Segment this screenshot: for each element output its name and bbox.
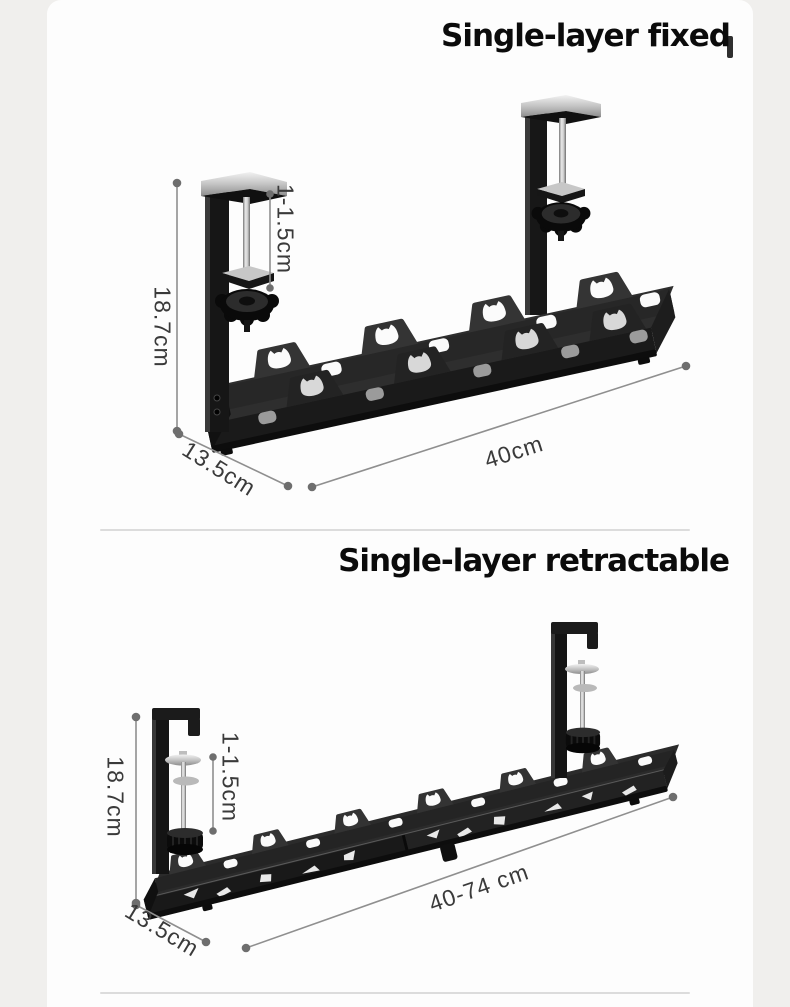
slide-cutouts bbox=[183, 785, 637, 899]
section-title-retractable: Single-layer retractable bbox=[338, 543, 730, 579]
dimension-height-label: 18.7cm bbox=[149, 286, 176, 368]
clamp-left bbox=[152, 708, 204, 874]
section-title-fixed: Single-layer fixed bbox=[441, 18, 731, 54]
product-illustration-fixed bbox=[172, 95, 691, 492]
product-illustration-retractable bbox=[131, 622, 680, 953]
dimension-height-label: 18.7cm bbox=[102, 756, 129, 838]
dimension-dots bbox=[131, 712, 678, 953]
card-edge-artifact bbox=[727, 36, 733, 58]
dimension-lines bbox=[176, 183, 687, 488]
clamp-right bbox=[521, 95, 601, 315]
dimension-lines bbox=[135, 717, 674, 949]
dimension-clamp-range-label: 1-1.5cm bbox=[272, 183, 299, 275]
clamp-left bbox=[201, 172, 287, 432]
clamp-right bbox=[551, 622, 602, 778]
section-divider bbox=[100, 529, 690, 531]
cable-tray-retractable bbox=[143, 744, 680, 920]
section-divider bbox=[100, 992, 690, 994]
dimension-dots bbox=[172, 178, 691, 492]
dimension-clamp-range-label: 1-1.5cm bbox=[217, 731, 244, 823]
cable-tray bbox=[206, 260, 676, 456]
